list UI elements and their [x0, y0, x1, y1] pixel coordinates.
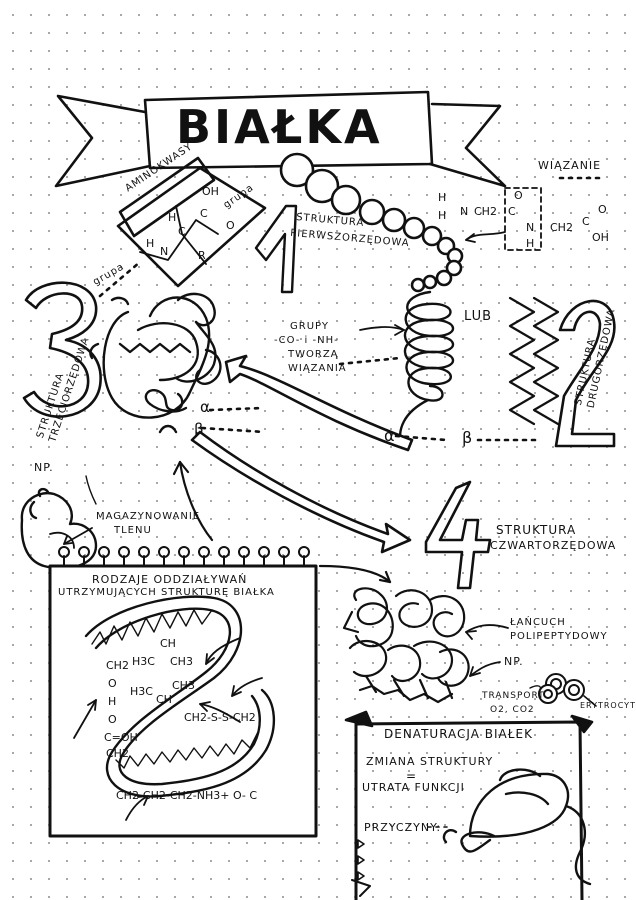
bond-ch2-left: CH2 [474, 205, 497, 218]
groups-line-4: WIĄZANIA [288, 363, 347, 374]
denaturation-equals: = [406, 769, 418, 783]
bond-c-right: C [582, 215, 590, 228]
erythrocyte-label: ERYTROCYT [580, 701, 636, 710]
amino-r: R [198, 249, 206, 262]
muscle-arm [20, 475, 98, 570]
bond-h-top: H [438, 191, 447, 204]
amino-c: C [200, 207, 208, 220]
denaturation-line-1: ZMIANA STRUKTURY [366, 755, 494, 768]
bond-oh: OH [592, 231, 609, 244]
nb-ch-mid: CH [156, 693, 172, 706]
amino-oh: OH [202, 185, 219, 198]
groups-line-1: GRUPY [290, 321, 329, 332]
bond-n-right: N [526, 221, 535, 234]
arrow-to-quaternary [190, 430, 412, 554]
nb-ch3-b: CH3 [172, 679, 195, 692]
arrow-to-tertiary [224, 354, 414, 452]
bond-o-right: O [598, 203, 607, 216]
bond-ch2-right: CH2 [550, 221, 573, 234]
nb-h3c-a: H3C [132, 655, 155, 668]
denaturation-przyczyny: PRZYCZYNY: [364, 821, 442, 834]
nb-h-a: H [108, 695, 117, 708]
nb-o-a: O [108, 677, 117, 690]
denaturation-line-2: UTRATA FUNKCJI [362, 781, 465, 794]
example-np: NP. [34, 461, 54, 474]
bond-n-left: N [460, 205, 469, 218]
amino-acid-box [98, 156, 267, 298]
quaternary-np: NP. [504, 655, 524, 668]
nb-ch-top: CH [160, 637, 176, 650]
magazyn-line-2: TLENU [114, 525, 152, 536]
amino-n: N [160, 245, 169, 258]
bond-o-left: O [514, 189, 523, 202]
notebook-title-2: UTRZYMUJĄCYCH STRUKTURĘ BIAŁKA [58, 587, 275, 598]
amino-h1: H [168, 211, 177, 224]
amino-h2: H [146, 237, 155, 250]
nb-bottom-chain: CH2-CH2-CH2-NH3+ O- C [116, 789, 258, 802]
bond-box [465, 176, 602, 251]
numeral-3-outline [22, 281, 102, 418]
secondary-alpha: α [384, 426, 395, 445]
chain-line-2: POLIPEPTYDOWY [510, 631, 608, 642]
nb-h3c-b: H3C [130, 685, 153, 698]
numeral-2-outline [554, 299, 616, 448]
tertiary-alpha: α [200, 398, 210, 416]
bond-c-left: C [508, 205, 516, 218]
transport-label: TRANSPORT [482, 691, 545, 701]
numeral-1-outline [254, 204, 298, 294]
magazyn-line-1: MAGAZYNOWANIE [96, 511, 201, 522]
lub-label: LUB [464, 309, 493, 324]
quaternary-label-2: CZWARTORZĘDOWA [490, 539, 617, 552]
nb-c-oh: C=OH [104, 731, 138, 744]
chain-line-1: ŁAŃCUCH [510, 617, 566, 628]
beta-sheet [508, 296, 560, 426]
gases-label: O2, CO2 [490, 705, 535, 715]
nb-ch2-c: CH2 [106, 747, 129, 760]
nb-ch3-a: CH3 [170, 655, 193, 668]
quaternary-tangle [342, 587, 470, 704]
alpha-helix [398, 290, 455, 450]
nb-o-b: O [108, 713, 117, 726]
bead-chain [279, 152, 464, 293]
title-banner [54, 90, 507, 188]
numeral-4-outline [424, 480, 492, 590]
tertiary-fold [89, 292, 222, 434]
page-title: BIAŁKA [176, 100, 383, 154]
groups-line-2: -CO- i -NH- [274, 335, 339, 346]
bond-h-bottom: H [526, 237, 535, 250]
amino-c2: C [178, 225, 186, 238]
erythrocytes [529, 673, 597, 707]
bond-h-mid: H [438, 209, 447, 222]
tertiary-beta: β [194, 420, 204, 438]
iron-drawing [442, 768, 592, 886]
nb-ch2-a: CH2 [106, 659, 129, 672]
protein-ribbon [84, 595, 276, 798]
bond-label: WIĄZANIE [538, 159, 602, 172]
quaternary-label-1: STRUKTURA [496, 523, 577, 537]
amino-o: O [226, 219, 235, 232]
nb-ch2s: CH2-S-S-CH2 [184, 711, 256, 724]
notebook-title-1: RODZAJE ODDZIAŁYWAŃ [92, 573, 248, 586]
denaturation-title: DENATURACJA BIAŁEK [384, 727, 533, 741]
groups-line-3: TWORZĄ [288, 349, 339, 360]
denaturation-frame [344, 710, 594, 900]
secondary-beta: β [462, 428, 473, 447]
